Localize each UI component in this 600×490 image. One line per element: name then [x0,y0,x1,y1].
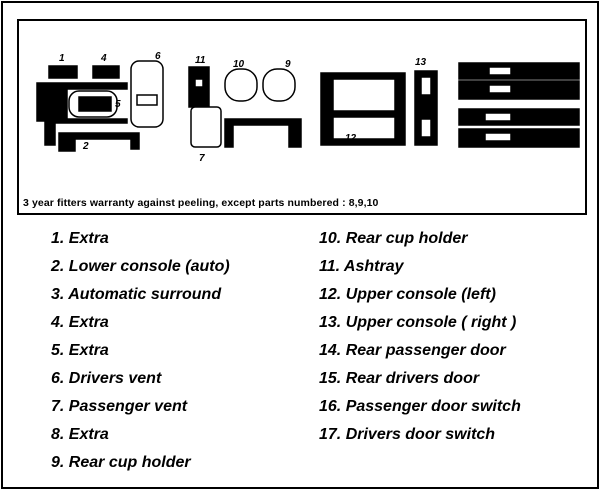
part-number-13: 13 [415,57,427,68]
part-number-9: 9 [285,59,291,70]
part-11-shape [188,66,210,108]
part-number-4: 4 [100,53,107,64]
part-14-window [488,66,512,76]
legend-item: 12. Upper console (left) [319,286,496,303]
part-8-shape [224,118,302,148]
legend-item: 6. Drivers vent [51,370,162,387]
parts-diagram: 1 4 6 3 5 2 11 7 10 9 8 12 13 14 15 16 1… [17,19,587,215]
legend-item: 9. Rear cup holder [51,454,191,471]
part-5-inner [78,96,112,112]
part-number-15: 15 [549,85,561,96]
part-17-shape [458,128,580,148]
legend-item: 4. Extra [51,314,109,331]
part-number-1: 1 [59,53,65,64]
part-4-shape [92,65,120,79]
part-6-slot [136,94,158,106]
legend-item: 15. Rear drivers door [319,370,480,387]
legend-item: 5. Extra [51,342,109,359]
legend-item: 1. Extra [51,230,109,247]
part-number-10: 10 [233,59,245,70]
part-14-shape [458,62,580,80]
legend-item: 8. Extra [51,426,109,443]
parts-drawing: 1 4 6 3 5 2 11 7 10 9 8 12 13 14 15 16 1… [36,51,580,164]
part-number-12: 12 [345,133,357,144]
part-1-shape [48,65,78,79]
parts-legend-right: 10. Rear cup holder 11. Ashtray 12. Uppe… [319,225,521,449]
part-2-shape [58,132,140,152]
legend-item: 16. Passenger door switch [319,398,521,415]
part-number-2: 2 [82,141,89,152]
part-3-shape [36,82,128,146]
part-12-shape [320,72,406,146]
legend-item: 2. Lower console (auto) [51,258,230,275]
part-15-window [488,84,512,94]
part-16-window [484,112,512,122]
legend-item: 3. Automatic surround [51,286,222,303]
part-7-shape [190,106,222,148]
part-number-6: 6 [155,51,161,62]
parts-legend-left: 1. Extra 2. Lower console (auto) 3. Auto… [51,225,230,477]
legend-item: 17. Drivers door switch [319,426,496,443]
part-10-shape [224,68,258,102]
part-number-11: 11 [195,55,206,66]
legend-item: 13. Upper console ( right ) [319,314,517,331]
part-6-shape [130,60,164,128]
part-number-17: 17 [549,135,561,146]
part-number-14: 14 [549,65,561,76]
part-number-16: 16 [549,113,561,124]
part-16-shape [458,108,580,126]
warranty-note: 3 year fitters warranty against peeling,… [23,197,379,209]
part-number-8: 8 [289,129,295,140]
part-number-5: 5 [115,99,121,110]
part-15-shape [458,80,580,100]
part-number-3: 3 [43,107,49,118]
legend-item: 14. Rear passenger door [319,342,506,359]
part-17-window [484,132,512,142]
part-9-shape [262,68,296,102]
legend-item: 11. Ashtray [319,258,404,275]
part-number-7: 7 [199,153,205,164]
legend-item: 7. Passenger vent [51,398,188,415]
legend-item: 10. Rear cup holder [319,230,468,247]
part-13-shape [414,70,438,146]
